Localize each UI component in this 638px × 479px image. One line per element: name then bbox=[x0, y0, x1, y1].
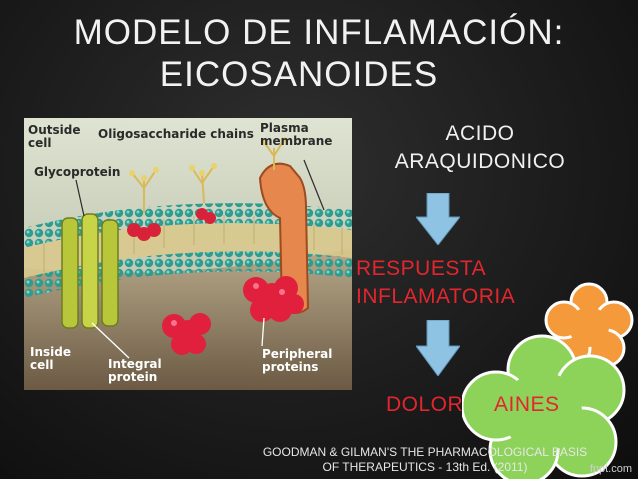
step-pain: DOLOR bbox=[386, 393, 464, 416]
citation-line1: GOODMAN & GILMAN'S THE PHARMACOLOGICAL B… bbox=[262, 445, 588, 459]
label-plasma-membrane: Plasma membrane bbox=[260, 121, 333, 148]
flower-shape-icon bbox=[462, 334, 626, 479]
title-line-2: EICOSANOIDES bbox=[159, 55, 439, 94]
down-arrow-icon bbox=[416, 320, 460, 376]
step1-line2: ARAQUIDONICO bbox=[394, 150, 566, 173]
membrane-diagram-svg bbox=[24, 118, 352, 390]
watermark: fppt.com bbox=[589, 463, 632, 475]
step2-line2: INFLAMATORIA bbox=[356, 285, 516, 308]
oligosaccharide-chains bbox=[131, 139, 285, 213]
label-integral-protein: Integral protein bbox=[108, 357, 162, 384]
slide-title: MODELO DE INFLAMACIÓN: EICOSANOIDES bbox=[0, 12, 638, 96]
step-arachidonic-acid: ACIDO ARAQUIDONICO bbox=[360, 120, 600, 176]
label-inside-cell: Inside cell bbox=[30, 345, 71, 372]
label-outside-cell: Outside cell bbox=[28, 123, 81, 150]
integral-protein-shape bbox=[61, 213, 119, 329]
label-oligosaccharide-chains: Oligosaccharide chains bbox=[98, 127, 254, 141]
down-arrow-icon bbox=[416, 193, 460, 245]
step2-line1: RESPUESTA bbox=[356, 257, 487, 280]
step-inflammatory-response: RESPUESTA INFLAMATORIA bbox=[356, 255, 515, 311]
label-glycoprotein: Glycoprotein bbox=[34, 165, 121, 179]
title-line-1: MODELO DE INFLAMACIÓN: bbox=[73, 13, 565, 52]
step1-line1: ACIDO bbox=[445, 122, 515, 145]
label-peripheral-proteins: Peripheral proteins bbox=[262, 347, 333, 374]
cell-membrane-illustration: Outside cell Oligosaccharide chains Plas… bbox=[24, 118, 352, 390]
citation-line2: OF THERAPEUTICS - 13th Ed. (2011) bbox=[322, 460, 528, 474]
inhibitor-nsaids: AINES bbox=[494, 393, 560, 416]
reference-citation: GOODMAN & GILMAN'S THE PHARMACOLOGICAL B… bbox=[250, 445, 600, 475]
